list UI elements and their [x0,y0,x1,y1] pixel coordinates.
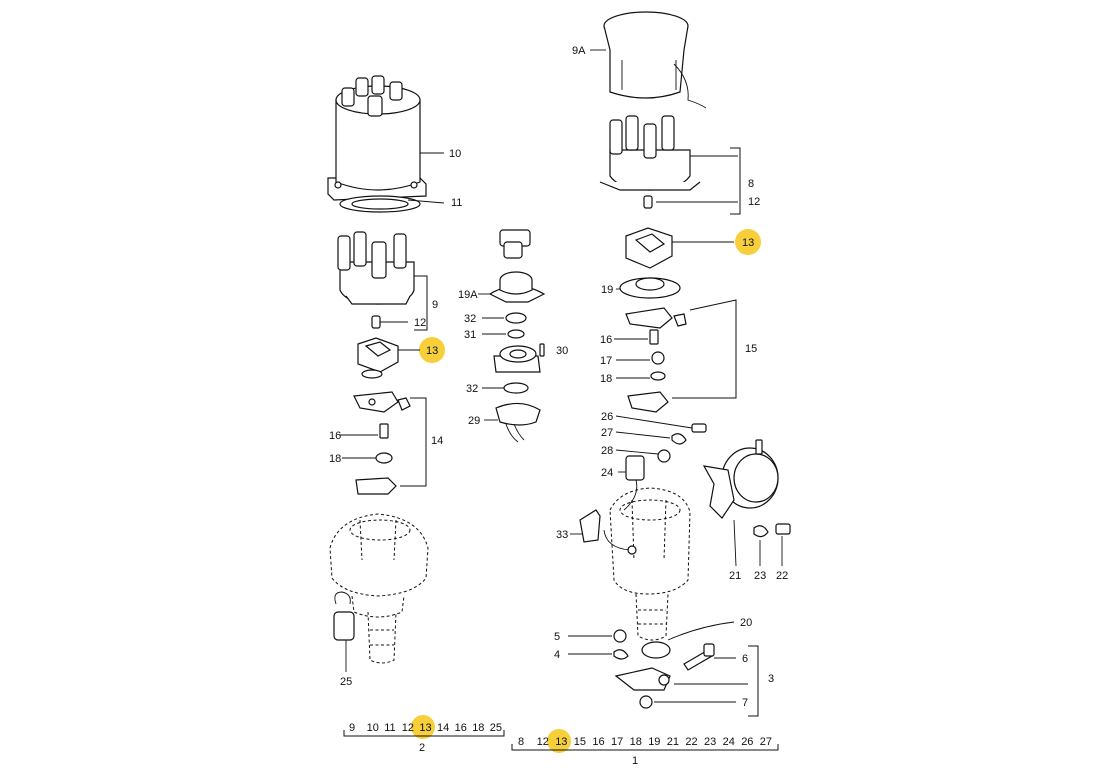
callout-20[interactable]: 20 [740,617,752,629]
legend-number[interactable]: 22 [685,736,697,748]
callout-12-right[interactable]: 12 [748,196,760,208]
callout-9[interactable]: 9 [432,299,438,311]
legend-number[interactable]: 9 [349,722,355,734]
clip-33-drawing [579,509,601,543]
highlight-13-left[interactable] [419,337,445,363]
callout-32-lower[interactable]: 32 [466,383,478,395]
contact-set-right-drawing [625,307,687,329]
legend-number[interactable]: 18 [630,736,642,748]
callout-13-left[interactable]: 13 [426,345,438,357]
rotor-left-drawing [357,337,399,379]
legend-left-bracket [343,730,505,737]
seal-19-drawing [619,277,681,299]
callout-9A[interactable]: 9A [572,45,586,57]
legend-number[interactable]: 12 [537,736,549,748]
callout-16-left[interactable]: 16 [329,430,341,442]
legend-number[interactable]: 15 [574,736,586,748]
legend-number[interactable]: 26 [741,736,753,748]
callout-24[interactable]: 24 [601,467,613,479]
callout-15[interactable]: 15 [745,343,757,355]
legend-number[interactable]: 21 [667,736,679,748]
callout-3[interactable]: 3 [768,673,774,685]
highlight-13-right[interactable] [735,229,761,255]
legend-right-bracket [511,744,779,751]
legend-number[interactable]: 16 [455,722,467,734]
callout-29[interactable]: 29 [468,415,480,427]
callout-7[interactable]: 7 [742,697,748,709]
callout-26[interactable]: 26 [601,411,613,423]
legend-left-group: 2 [419,742,425,754]
callout-10[interactable]: 10 [449,148,461,160]
legend-number[interactable]: 19 [648,736,660,748]
legend-number[interactable]: 25 [490,722,502,734]
callout-32-upper[interactable]: 32 [464,313,476,325]
coil-gasket-drawing [339,195,421,213]
callout-25[interactable]: 25 [340,676,352,688]
dust-cover-9A-drawing [603,11,707,109]
seal-19A-drawing [488,271,546,303]
legend-number[interactable]: 18 [472,722,484,734]
callout-28[interactable]: 28 [601,445,613,457]
callout-18-left[interactable]: 18 [329,453,341,465]
legend-left: 9 10 11 12 13 14 16 18 25 [349,722,502,734]
legend-number[interactable]: 13 [555,736,567,748]
legend-number[interactable]: 10 [367,722,379,734]
breaker-plate-drawing [495,402,541,443]
callout-14[interactable]: 14 [431,435,443,447]
callout-8[interactable]: 8 [748,178,754,190]
highlight-13-legend-left[interactable] [411,715,435,739]
legend-number[interactable]: 16 [592,736,604,748]
callout-11[interactable]: 11 [451,197,462,209]
callout-18-right[interactable]: 18 [600,373,612,385]
legend-right-group: 1 [632,755,638,767]
callout-31[interactable]: 31 [464,329,476,341]
callout-21[interactable]: 21 [729,570,741,582]
rotor-middle-drawing [499,229,531,259]
callout-23[interactable]: 23 [754,570,766,582]
callout-33[interactable]: 33 [556,529,568,541]
legend-number[interactable]: 23 [704,736,716,748]
rotor-right-drawing [625,227,673,269]
distributor-body-left-dashed [329,513,429,664]
cap-right-drawing [599,115,701,191]
legend-number[interactable]: 13 [419,722,431,734]
cap-left-drawing [337,231,415,305]
legend-right: 8 12 13 15 16 17 18 19 21 22 23 24 26 27 [518,736,772,748]
callout-5[interactable]: 5 [554,631,560,643]
legend-number[interactable]: 17 [611,736,623,748]
callout-30[interactable]: 30 [556,345,568,357]
legend-number[interactable]: 24 [723,736,735,748]
contact-set-left-drawing [353,391,411,413]
legend-number[interactable]: 27 [760,736,772,748]
vacuum-unit-drawing [702,439,779,519]
callout-19A[interactable]: 19A [458,289,478,301]
centrifugal-weight-drawing [493,345,541,373]
legend-number[interactable]: 8 [518,736,524,748]
legend-number[interactable]: 12 [402,722,414,734]
callout-16-right[interactable]: 16 [600,334,612,346]
legend-number[interactable]: 14 [437,722,449,734]
callout-19[interactable]: 19 [601,284,613,296]
highlight-13-legend-right[interactable] [547,729,571,753]
distributor-body-right-dashed [609,487,691,641]
callout-13-right[interactable]: 13 [742,237,754,249]
legend-number[interactable]: 11 [384,722,395,734]
callout-22[interactable]: 22 [776,570,788,582]
callout-6[interactable]: 6 [742,653,748,665]
condenser-24-drawing [623,455,645,511]
coil-drawing [327,75,427,201]
callout-4[interactable]: 4 [554,649,560,661]
callout-27[interactable]: 27 [601,427,613,439]
callout-12-left[interactable]: 12 [414,317,426,329]
callout-17[interactable]: 17 [600,355,612,367]
